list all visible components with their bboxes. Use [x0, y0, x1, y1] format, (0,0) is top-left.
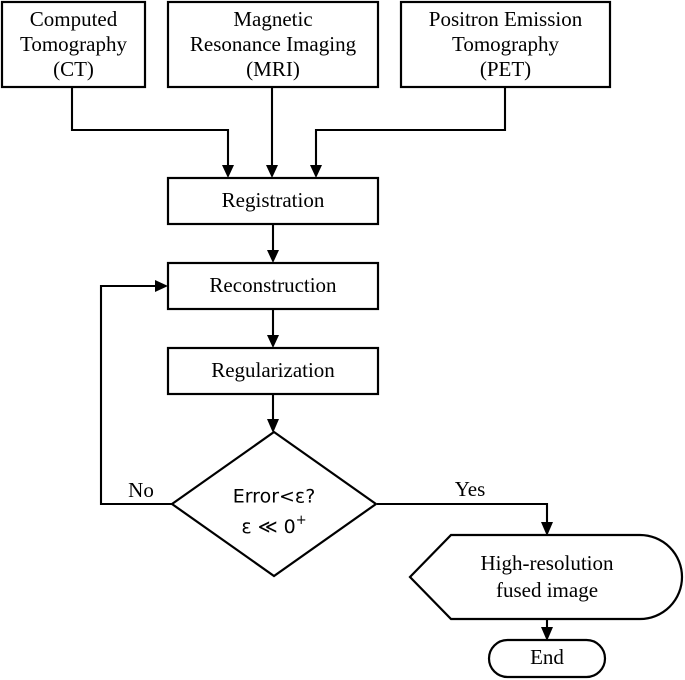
fused-image-shape[interactable] — [408, 533, 684, 621]
arrow-head-regularization — [267, 419, 279, 433]
pet-label-line1: Positron Emission — [429, 7, 583, 31]
mri-label-line3: (MRI) — [246, 57, 300, 81]
pet-label-line2: Tomography — [452, 32, 560, 56]
connector-layer — [70, 87, 553, 641]
decision-diamond[interactable] — [170, 430, 378, 578]
node-registration[interactable]: Registration — [166, 176, 380, 226]
node-regularization[interactable]: Regularization — [166, 346, 380, 396]
pet-box[interactable] — [399, 0, 612, 89]
arrow-head-reconstruction — [267, 335, 279, 348]
node-end[interactable]: End — [487, 638, 607, 679]
edge-label-yes: Yes — [455, 477, 486, 501]
decision-epsilon: ε — [241, 516, 251, 538]
arrow-head-end — [541, 627, 553, 641]
decision-label-line1: Error<ε? — [233, 486, 316, 508]
end-box[interactable] — [487, 638, 607, 679]
node-ct[interactable]: Computed Tomography (CT) — [0, 0, 147, 89]
node-reconstruction[interactable]: Reconstruction — [166, 261, 380, 311]
regularization-box[interactable] — [166, 346, 380, 396]
mri-label-line2: Resonance Imaging — [190, 32, 357, 56]
edge-decision-yes-to-fused — [377, 502, 549, 527]
edge-label-no: No — [128, 478, 154, 502]
registration-box[interactable] — [166, 176, 380, 226]
end-label: End — [530, 645, 564, 669]
edge-pet-to-registration — [314, 87, 507, 170]
node-mri[interactable]: Magnetic Resonance Imaging (MRI) — [166, 0, 380, 89]
arrow-head-registration — [267, 250, 279, 263]
arrow-head-yes — [541, 522, 553, 536]
arrow-head-pet — [310, 165, 322, 178]
ct-box[interactable] — [0, 0, 147, 89]
decision-label-line2: ε ≪ 0+ — [241, 513, 306, 538]
ct-label-line2: Tomography — [20, 32, 128, 56]
node-decision[interactable]: Error<ε? ε ≪ 0+ — [170, 430, 378, 578]
edge-decision-no-to-reconstruction — [99, 284, 172, 506]
registration-label: Registration — [222, 188, 325, 212]
mri-label-line1: Magnetic — [233, 7, 312, 31]
fused-image-label-line1: High-resolution — [481, 551, 614, 575]
arrow-head-no-loop — [155, 280, 168, 292]
mri-box[interactable] — [166, 0, 380, 89]
decision-much-less-op: ≪ — [258, 516, 278, 538]
node-pet[interactable]: Positron Emission Tomography (PET) — [399, 0, 612, 89]
regularization-label: Regularization — [211, 358, 335, 382]
pet-label-line3: (PET) — [480, 57, 531, 81]
reconstruction-label: Reconstruction — [209, 273, 337, 297]
arrow-head-ct — [222, 165, 234, 178]
ct-label-line3: (CT) — [53, 57, 94, 81]
decision-plus-superscript: + — [296, 513, 307, 528]
reconstruction-box[interactable] — [166, 261, 380, 311]
decision-zero: 0 — [284, 516, 296, 538]
node-fused-image[interactable]: High-resolution fused image — [408, 533, 684, 621]
fused-image-label-line2: fused image — [496, 578, 598, 602]
ct-label-line1: Computed — [30, 7, 118, 31]
arrow-head-mri — [266, 165, 278, 178]
edge-ct-to-registration — [70, 87, 230, 170]
